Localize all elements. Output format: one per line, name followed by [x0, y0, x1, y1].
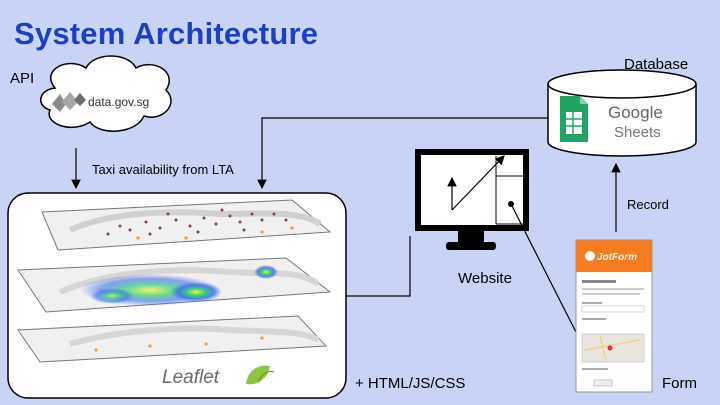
database-label: Database [624, 56, 689, 73]
google-brand-text: Google [608, 103, 663, 122]
map-layer-taxi-points [41, 199, 332, 251]
data-gov-logo-icon [52, 92, 86, 112]
db-to-map-arrow [257, 117, 548, 190]
map-to-website-connector [346, 236, 411, 297]
jotform-brand-text: JotForm [597, 252, 637, 263]
api-arrow-label: Taxi availability from LTA [92, 162, 234, 177]
map-layer-base [17, 315, 328, 363]
website-label: Website [458, 270, 512, 287]
form-label: Form [662, 375, 697, 392]
leaflet-leaf-icon [246, 365, 275, 385]
record-arrow-label: Record [627, 197, 669, 212]
tech-stack-label: + HTML/JS/CSS [355, 375, 466, 392]
map-layer-heatmap [17, 257, 332, 313]
api-label: API [10, 70, 35, 87]
jotform-form-preview [575, 239, 653, 393]
sheets-product-text: Sheets [614, 124, 661, 141]
website-monitor-icon [415, 149, 529, 250]
website-to-form-connector [510, 203, 581, 341]
leaflet-logo-text: Leaflet [162, 367, 220, 388]
google-sheets-icon [560, 96, 588, 142]
slide-title: System Architecture [14, 16, 319, 51]
api-cloud [40, 55, 172, 132]
api-source-text: data.gov.sg [88, 95, 149, 109]
